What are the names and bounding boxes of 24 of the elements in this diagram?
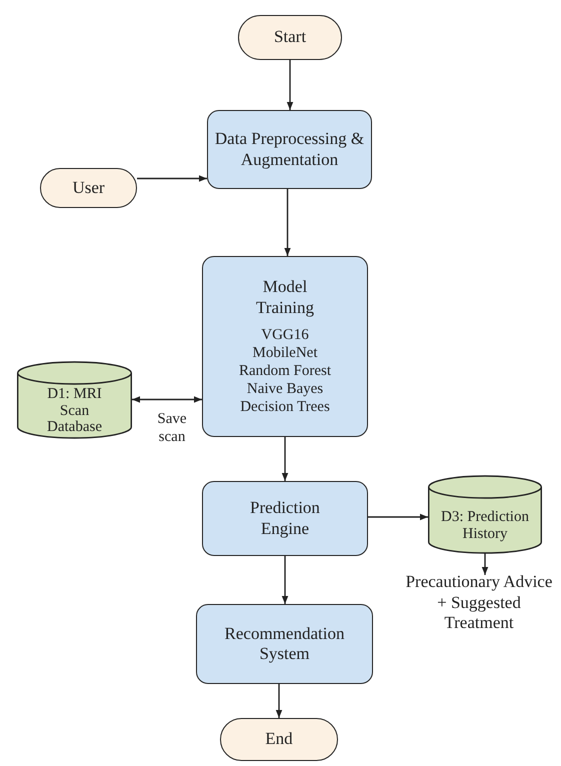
node-label: Model Training xyxy=(255,277,315,318)
arrow xyxy=(368,514,428,520)
node-label: End xyxy=(265,729,293,750)
arrow xyxy=(286,60,294,110)
node-label: D3: Prediction History xyxy=(440,508,530,542)
process-box xyxy=(202,256,368,437)
arrow xyxy=(276,684,282,718)
arrow xyxy=(282,437,288,481)
node-label: D1: MRI Scan Database xyxy=(46,386,103,436)
node-label: User xyxy=(72,178,105,198)
process-box xyxy=(207,110,372,189)
process-box xyxy=(202,481,368,556)
arrow xyxy=(137,175,207,182)
node-label: Recommendation System xyxy=(224,624,346,664)
node-label: Data Preprocessing & Augmentation xyxy=(214,129,366,170)
arrow xyxy=(282,556,288,604)
arrow xyxy=(132,396,202,403)
node-details: VGG16 MobileNet Random Forest Naive Bayes Decision Trees xyxy=(238,326,332,416)
node-label: Precautionary Advice + Suggested Treatment xyxy=(405,572,553,634)
node-label: Start xyxy=(274,27,306,48)
arrow xyxy=(482,553,488,575)
process-box xyxy=(196,604,373,684)
node-label: Prediction Engine xyxy=(249,498,321,539)
arrow xyxy=(284,189,291,256)
